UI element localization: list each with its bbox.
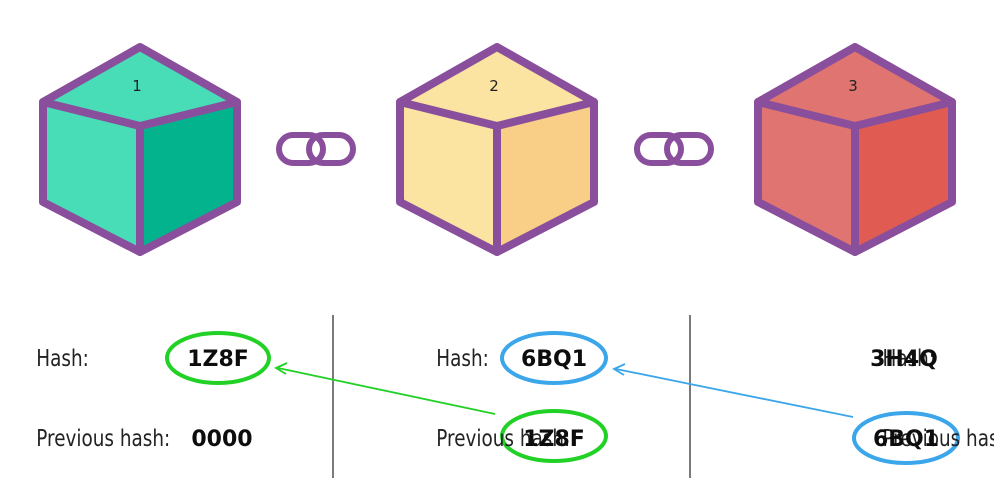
block-1-number: 1	[132, 77, 142, 95]
cube-top-face	[400, 47, 594, 126]
block-3-prev-hash: 6BQ1	[873, 427, 939, 452]
block-3-cube: 3	[754, 43, 956, 256]
block-1-info: Hash: 1Z8F Previous hash: 0000	[36, 345, 252, 452]
cube-inner-edges	[754, 98, 956, 256]
previous-hash-label: Previous hash:	[36, 425, 170, 452]
previous-hash-label: Previous hash:	[436, 425, 570, 452]
hash-highlight-circle	[165, 331, 271, 385]
hash-highlight-circle	[500, 331, 608, 385]
hash-label: Hash:	[436, 345, 489, 372]
previous-hash-label: Previous hash:	[882, 425, 994, 452]
hash-highlight-circle	[500, 409, 608, 463]
block-2-number: 2	[489, 77, 499, 95]
block-2-hash: 6BQ1	[521, 347, 587, 372]
cube-top-face	[43, 47, 237, 126]
block-2-prev-hash: 1Z8F	[523, 427, 585, 452]
hash-label: Hash:	[36, 345, 89, 372]
block-2-cube: 2	[396, 43, 598, 256]
block-3-hash: 3H4Q	[870, 347, 938, 372]
block-1-prev-hash: 0000	[191, 427, 252, 452]
block-2-info: Hash: 6BQ1 Previous hash: 1Z8F	[436, 345, 587, 452]
block-1-hash: 1Z8F	[187, 347, 249, 372]
block-1-cube: 1	[39, 43, 241, 256]
hash-link-arrow-blue	[612, 363, 854, 418]
hash-link-arrow-green	[274, 362, 496, 415]
cube-top-face	[758, 47, 952, 126]
hash-highlight-circle	[852, 411, 960, 465]
hash-label: Hash:	[882, 345, 935, 372]
chain-link-icon	[634, 132, 714, 166]
chain-link-icon	[276, 132, 356, 166]
cube-inner-edges	[39, 98, 241, 256]
cube-inner-edges	[396, 98, 598, 256]
block-3-number: 3	[848, 77, 858, 95]
block-3-info: Hash: 3H4Q Previous hash: 6BQ1	[870, 345, 994, 452]
